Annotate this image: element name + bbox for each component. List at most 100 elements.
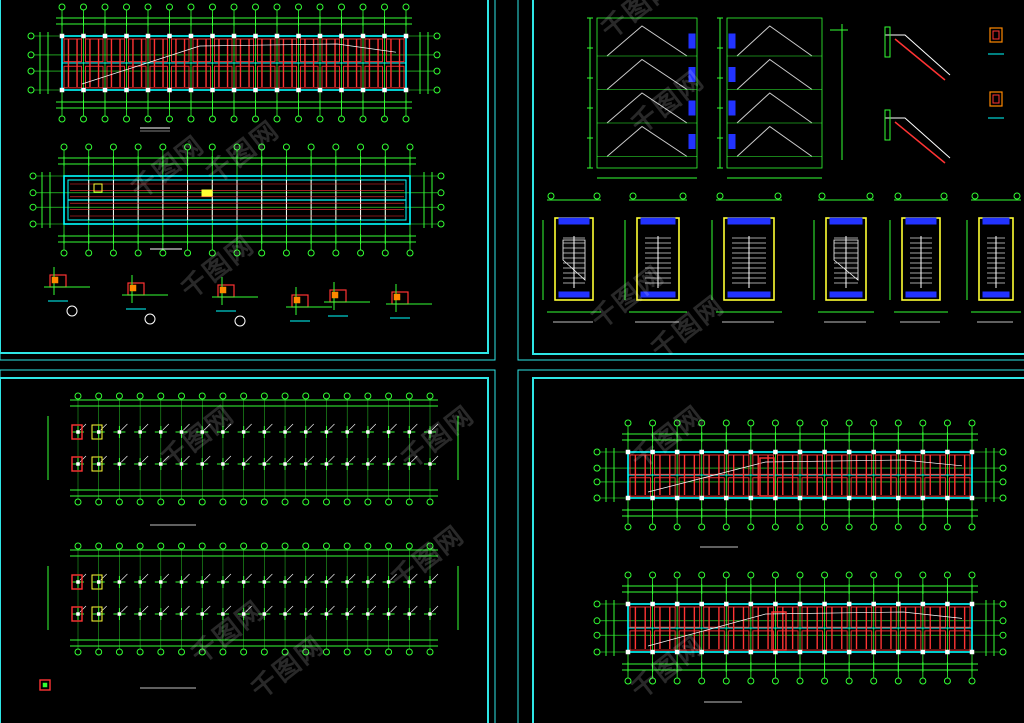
column-leader (431, 605, 439, 613)
leader-line (647, 459, 963, 493)
column-mark (81, 33, 86, 39)
column-point (366, 612, 370, 616)
axis-bubble-top (771, 571, 779, 579)
column-mark (231, 33, 237, 39)
stair-wall-block (728, 33, 736, 49)
axis-bubble-bottom (821, 677, 829, 685)
detail-callout (144, 313, 156, 325)
column-leader (390, 605, 397, 613)
column-leader (348, 423, 356, 431)
column-leader (286, 455, 294, 463)
column-mark (210, 87, 215, 93)
axis-bubble-bottom (357, 249, 365, 257)
column-point (159, 580, 163, 584)
axis-bubble-top (796, 419, 804, 427)
axis-bubble-bottom (943, 677, 951, 685)
stair-section-group (587, 17, 1004, 179)
room-walls (629, 630, 652, 651)
floor-plan-group (27, 3, 445, 257)
column-point (324, 612, 329, 616)
column-point (304, 430, 308, 434)
axis-bubble-top (134, 143, 142, 151)
column-point (386, 580, 391, 584)
axis-bubble-bottom (273, 115, 281, 123)
room-walls (801, 630, 824, 651)
column-point (428, 580, 432, 584)
stair-flight (606, 125, 688, 157)
axis-bubble-top (359, 3, 367, 11)
column-point (428, 612, 432, 616)
detail-fill (51, 276, 59, 284)
column-point (386, 430, 391, 434)
column-point (159, 462, 163, 466)
axis-bubble-bottom (943, 523, 951, 531)
column-mark (945, 495, 950, 501)
axis-bubble-left (593, 448, 601, 456)
column-leader (411, 573, 418, 581)
frame-bottom-left (0, 377, 489, 723)
axis-bubble-top (184, 143, 192, 151)
axis-bubble-bottom (406, 249, 414, 257)
stair-flight (736, 25, 813, 57)
column-mark (773, 495, 778, 501)
column-mark (920, 495, 926, 501)
axis-bubble-bottom (821, 523, 829, 531)
room-walls (257, 65, 276, 89)
axis-bubble-bottom (338, 115, 345, 123)
column-mark (674, 495, 680, 501)
axis-bubble-bottom (184, 249, 192, 257)
column-mark (210, 33, 215, 39)
column-point (138, 580, 142, 584)
axis-bubble-bottom (252, 115, 259, 123)
room-walls (924, 454, 946, 475)
room-walls (801, 477, 824, 497)
axis-bubble-bottom (649, 677, 657, 685)
stair-wall-block (728, 134, 736, 149)
column-leader (162, 423, 170, 431)
room-walls (321, 38, 340, 63)
beam-section-detail (989, 91, 1003, 107)
frame-top-right-outer (517, 0, 1024, 361)
column-mark (797, 495, 803, 501)
detail-fill (393, 293, 401, 301)
room-walls (386, 65, 405, 89)
column-mark (846, 649, 852, 655)
column-mark (822, 649, 827, 655)
column-leader (121, 455, 128, 463)
axis-bubble-left (27, 86, 35, 94)
column-mark (797, 449, 803, 455)
stair-opening (771, 611, 787, 651)
column-point (386, 612, 391, 616)
axis-bubble-top (316, 3, 324, 11)
stair-section-frame (596, 17, 698, 169)
plan-axis-bubble (774, 192, 782, 200)
stair-detail-edge (884, 26, 891, 58)
column-mark (969, 649, 975, 655)
legend-column-symbol (39, 679, 51, 691)
column-mark (650, 495, 655, 501)
room-walls (171, 65, 190, 89)
column-mark (382, 87, 387, 93)
axis-bubble-bottom (698, 677, 706, 685)
stair-detail-profile (885, 34, 951, 76)
stair-flight (606, 25, 688, 57)
axis-bubble-top (894, 571, 902, 579)
plan-axis-bubble (866, 192, 874, 200)
column-mark (846, 601, 852, 607)
axis-bubble-top (282, 143, 290, 151)
room-walls (948, 477, 971, 497)
axis-bubble-right (999, 631, 1007, 639)
column-mark (145, 33, 151, 39)
column-mark (625, 449, 631, 455)
column-point (262, 430, 267, 434)
column-point (241, 612, 246, 616)
axis-bubble-left (593, 648, 601, 656)
stair-opening (759, 457, 775, 497)
axis-bubble-bottom (209, 115, 216, 123)
column-leader (286, 423, 294, 431)
axis-bubble-top (332, 143, 340, 151)
column-mark (124, 33, 129, 39)
axis-bubble-top (796, 571, 804, 579)
stair-landing-beam (905, 291, 937, 298)
column-point (200, 580, 204, 584)
